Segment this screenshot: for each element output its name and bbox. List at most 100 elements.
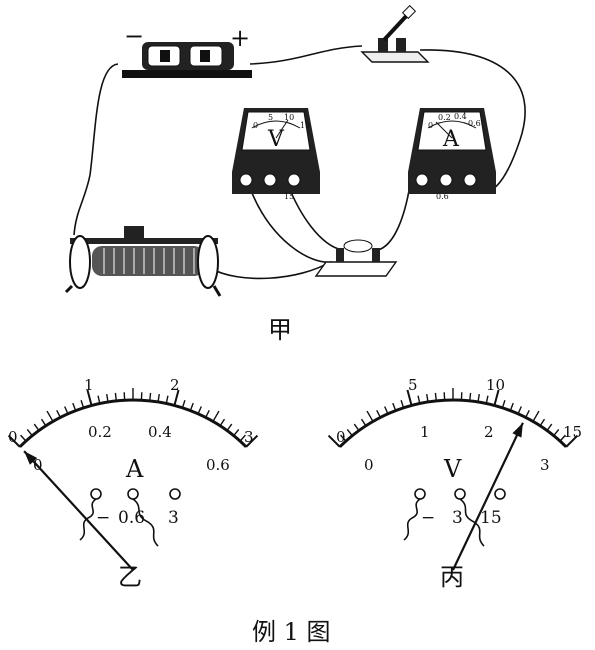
ammeter-tick	[239, 434, 246, 442]
ammeter-wire-left	[79, 498, 97, 541]
voltmeter-dial-letter: V	[443, 455, 462, 483]
voltmeter-inner-label-1: 1	[420, 423, 430, 441]
voltmeter-dial: 0 5 10 15 0 1 2 3 V − 3 15	[327, 376, 582, 571]
ammeter-tick	[86, 389, 93, 406]
svg-text:0.4: 0.4	[454, 112, 467, 121]
voltmeter-wire-left	[403, 498, 421, 541]
voltmeter-dial-arc	[338, 398, 568, 448]
ammeter-pointer-head	[24, 451, 38, 465]
ammeter-tick	[20, 434, 27, 442]
ammeter-device-letter: A	[442, 127, 460, 152]
figure-caption: 例 1 图	[252, 618, 331, 646]
svg-text:0.6: 0.6	[468, 119, 481, 128]
wire-battery-to-rheostat	[73, 63, 119, 236]
voltmeter-tick	[477, 393, 480, 403]
ammeter-tick	[72, 402, 77, 411]
voltmeter-terminal-high	[494, 488, 506, 500]
ammeter-outer-label-2: 2	[170, 376, 180, 394]
ammeter-inner-label-2: 0.4	[148, 423, 172, 441]
ammeter-terminal-high	[169, 488, 181, 500]
voltmeter-outer-label-0: 0	[336, 428, 346, 446]
voltmeter-device-letter: V	[267, 127, 285, 152]
ammeter-tick	[106, 393, 109, 403]
rheostat	[64, 226, 222, 297]
voltmeter-tick	[360, 418, 367, 427]
voltmeter-tick	[400, 400, 405, 409]
ammeter-tick	[80, 400, 85, 409]
switch	[360, 4, 430, 63]
voltmeter-tick	[384, 406, 389, 415]
ammeter-tick	[56, 409, 61, 418]
voltmeter-tick	[553, 428, 560, 437]
voltmeter-tick	[327, 434, 341, 448]
voltmeter-tick	[485, 395, 489, 404]
ammeter-tick	[64, 406, 69, 415]
panel-label-jia: 甲	[268, 316, 292, 344]
ammeter-terminal-minus	[90, 488, 102, 500]
ammeter-tick	[33, 423, 40, 431]
svg-text:15: 15	[300, 121, 310, 130]
ammeter-tick	[212, 410, 220, 422]
ammeter-dial-letter: A	[125, 455, 144, 483]
voltmeter-terminal-minus-label: −	[421, 508, 435, 528]
ammeter-tick	[46, 410, 54, 422]
ammeter-device: A 0 0.2 0.4 0.6 0.6	[408, 108, 496, 201]
voltmeter-tick	[565, 434, 579, 448]
wire-voltmeter-to-lamp-2	[249, 187, 333, 263]
ammeter-dial-ticks	[7, 388, 259, 448]
battery-minus-label: −	[124, 22, 144, 50]
wire-rheostat-to-lamp	[209, 261, 331, 280]
voltmeter-tick	[406, 389, 413, 406]
voltmeter-inner-label-0: 0	[364, 456, 374, 474]
wire-voltmeter-to-lamp	[287, 184, 343, 251]
ammeter-tick	[97, 395, 101, 404]
voltmeter-tick	[392, 402, 397, 411]
ammeter-tick	[205, 409, 210, 418]
voltmeter-tick	[340, 434, 347, 442]
wire-ammeter-to-lamp	[377, 184, 411, 251]
ammeter-outer-label-0: 0	[8, 428, 18, 446]
ammeter-tick	[226, 423, 233, 431]
ammeter-tick	[197, 406, 202, 415]
ammeter-wire-right	[132, 498, 159, 547]
ammeter-tick	[219, 418, 226, 427]
ammeter-dial-arc	[18, 398, 248, 448]
svg-text:0.2: 0.2	[438, 113, 451, 122]
voltmeter-tick	[525, 409, 530, 418]
voltmeter-terminal-low	[454, 488, 466, 500]
ammeter-tick	[181, 400, 186, 409]
voltmeter-tick	[559, 434, 566, 442]
ammeter-tick	[245, 434, 259, 448]
voltmeter-inner-label-3: 3	[540, 456, 550, 474]
voltmeter-tick	[539, 418, 546, 427]
svg-text:5: 5	[268, 113, 273, 122]
voltmeter-wire-right	[459, 498, 485, 547]
voltmeter-tick	[346, 428, 353, 437]
panel-label-yi: 乙	[118, 563, 142, 591]
ammeter-tick	[114, 392, 117, 401]
voltmeter-pointer-head	[512, 422, 523, 438]
voltmeter-tick	[353, 423, 360, 431]
voltmeter-tick	[517, 406, 522, 415]
voltmeter-device-terminal-label: 15	[284, 192, 294, 201]
voltmeter-tick	[366, 410, 374, 422]
voltmeter-outer-label-2: 10	[486, 376, 505, 394]
ammeter-terminal-high-label: 3	[168, 508, 179, 528]
svg-text:10: 10	[284, 113, 294, 122]
ammeter-tick	[233, 428, 240, 437]
ammeter-outer-label-1: 1	[84, 376, 94, 394]
voltmeter-tick	[546, 423, 553, 431]
ammeter-terminal-minus-label: −	[96, 508, 110, 528]
voltmeter-tick	[493, 389, 500, 406]
voltmeter-tick	[426, 393, 429, 403]
voltmeter-tick	[417, 395, 421, 404]
ammeter-tick	[7, 434, 21, 448]
voltmeter-terminal-minus	[414, 488, 426, 500]
svg-text:0: 0	[428, 121, 433, 130]
voltmeter-dial-ticks	[327, 388, 579, 448]
voltmeter-tick	[501, 400, 506, 409]
ammeter-tick	[149, 392, 152, 401]
lamp-holder	[314, 239, 398, 277]
ammeter-tick	[157, 393, 160, 403]
